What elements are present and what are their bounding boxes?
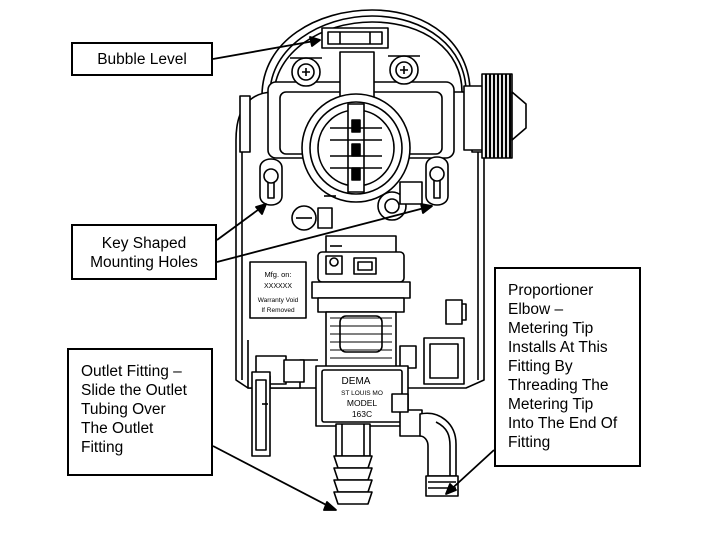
key-hole-left bbox=[259, 158, 283, 206]
callout-outlet-line: The Outlet bbox=[81, 420, 154, 437]
callout-elbow-line: Into The End Of bbox=[508, 415, 618, 432]
callout-outlet-line: Tubing Over bbox=[81, 401, 166, 418]
brand-text: DEMA bbox=[342, 376, 371, 387]
callout-elbow-line: Elbow – bbox=[508, 301, 564, 318]
leader-lines bbox=[212, 36, 495, 511]
callout-key-line: Mounting Holes bbox=[90, 254, 198, 271]
callout-elbow-line: Threading The bbox=[508, 377, 609, 394]
callout-outlet-line: Slide the Outlet bbox=[81, 382, 187, 399]
mfg-label-line2: XXXXXX bbox=[264, 283, 292, 290]
outlet-fitting bbox=[333, 423, 373, 505]
model-word-text: MODEL bbox=[347, 398, 378, 408]
right-outlet-stub bbox=[391, 393, 409, 413]
leader-outlet bbox=[212, 445, 337, 511]
callout-bubble-level: Bubble Level bbox=[71, 42, 213, 76]
callout-bubble-level-text: Bubble Level bbox=[97, 50, 187, 68]
leader-bubble-level bbox=[212, 39, 321, 60]
key-hole-right bbox=[425, 156, 449, 206]
callout-outlet-fitting: Outlet Fitting – Slide the Outlet Tubing… bbox=[67, 348, 213, 476]
callout-proportioner-elbow: Proportioner Elbow – Metering Tip Instal… bbox=[494, 267, 641, 467]
callout-elbow-line: Fitting bbox=[508, 434, 551, 451]
callout-key-shaped-mounting-holes: Key Shaped Mounting Holes bbox=[71, 224, 217, 280]
warranty-line2: If Removed bbox=[261, 307, 295, 314]
leader-key-right bbox=[216, 205, 433, 263]
mfg-label-line1: Mfg. on: bbox=[264, 270, 291, 279]
mid-fasteners bbox=[291, 181, 423, 231]
adjustment-knob bbox=[463, 73, 527, 159]
callout-elbow-line: Metering Tip bbox=[508, 396, 594, 413]
model-number-text: 163C bbox=[352, 409, 372, 419]
central-valve bbox=[301, 51, 411, 203]
callout-key-line: Key Shaped bbox=[101, 235, 187, 252]
warranty-line1: Warranty Void bbox=[258, 297, 299, 304]
callout-elbow-line: Installs At This bbox=[508, 339, 608, 356]
device-text: Mfg. on: XXXXXX Warranty Void If Removed… bbox=[258, 270, 383, 419]
bubble-level bbox=[321, 27, 389, 49]
callout-elbow-line: Fitting By bbox=[508, 358, 573, 375]
callout-elbow-line: Metering Tip bbox=[508, 320, 594, 337]
left-bracket bbox=[251, 371, 271, 457]
callout-elbow-line: Proportioner bbox=[508, 282, 594, 299]
callout-outlet-line: Outlet Fitting – bbox=[81, 363, 182, 380]
proportioner-elbow bbox=[399, 409, 459, 497]
mfg-label-box bbox=[249, 261, 307, 319]
leader-elbow bbox=[445, 449, 495, 495]
callout-outlet-line: Fitting bbox=[81, 439, 124, 456]
city-text: ST LOUIS MO bbox=[341, 390, 383, 397]
metering-body bbox=[311, 235, 411, 373]
